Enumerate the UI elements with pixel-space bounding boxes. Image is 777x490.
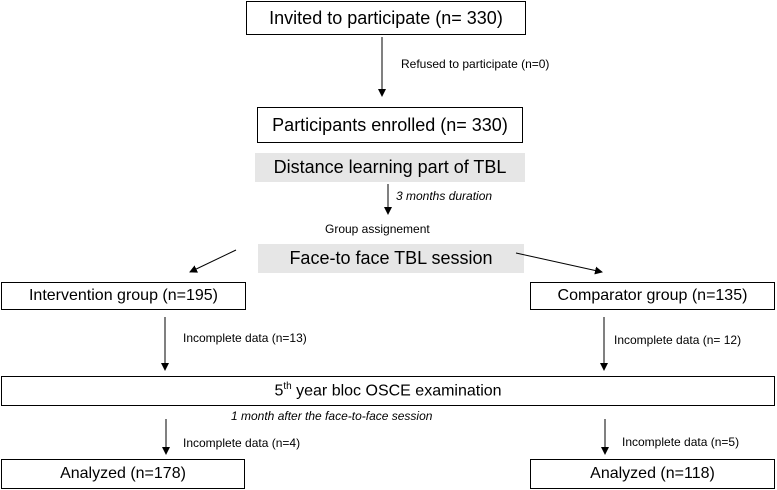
distance-learning-box: Distance learning part of TBL: [255, 153, 525, 182]
incomplete-comparator-label: Incomplete data (n= 12): [614, 333, 742, 347]
group-assignment-label: Group assignement: [325, 222, 430, 236]
incomplete-intervention-label: Incomplete data (n=13): [183, 331, 307, 345]
analyzed-comparator-label: Analyzed (n=118): [590, 465, 715, 482]
osce-timing-label: 1 month after the face-to-face session: [231, 409, 433, 423]
enrolled-box: Participants enrolled (n= 330): [257, 107, 523, 143]
analyzed-intervention-label: Analyzed (n=178): [60, 465, 186, 482]
arrow-to-comparator: [515, 252, 603, 275]
enrolled-label: Participants enrolled (n= 330): [272, 114, 508, 135]
invited-box: Invited to participate (n= 330): [246, 1, 526, 35]
analyzed-comparator-box: Analyzed (n=118): [530, 459, 775, 489]
comparator-group-box: Comparator group (n=135): [530, 282, 775, 310]
face-to-face-label: Face-to face TBL session: [289, 248, 493, 268]
intervention-group-box: Intervention group (n=195): [1, 282, 246, 310]
incomplete-intervention-2-label: Incomplete data (n=4): [183, 436, 301, 450]
analyzed-intervention-box: Analyzed (n=178): [1, 459, 245, 489]
invited-label: Invited to participate (n= 330): [269, 7, 503, 28]
distance-learning-label: Distance learning part of TBL: [273, 157, 507, 177]
comparator-group-label: Comparator group (n=135): [557, 287, 748, 304]
duration-label: 3 months duration: [396, 189, 493, 203]
arrow-to-intervention: [189, 249, 237, 273]
refused-label: Refused to participate (n=0): [401, 57, 550, 71]
osce-label: 5th year bloc OSCE examination: [274, 381, 502, 400]
face-to-face-box: Face-to face TBL session: [258, 244, 524, 273]
intervention-group-label: Intervention group (n=195): [28, 287, 218, 304]
incomplete-comparator-2-label: Incomplete data (n=5): [622, 435, 740, 449]
osce-box: 5th year bloc OSCE examination: [1, 376, 775, 406]
